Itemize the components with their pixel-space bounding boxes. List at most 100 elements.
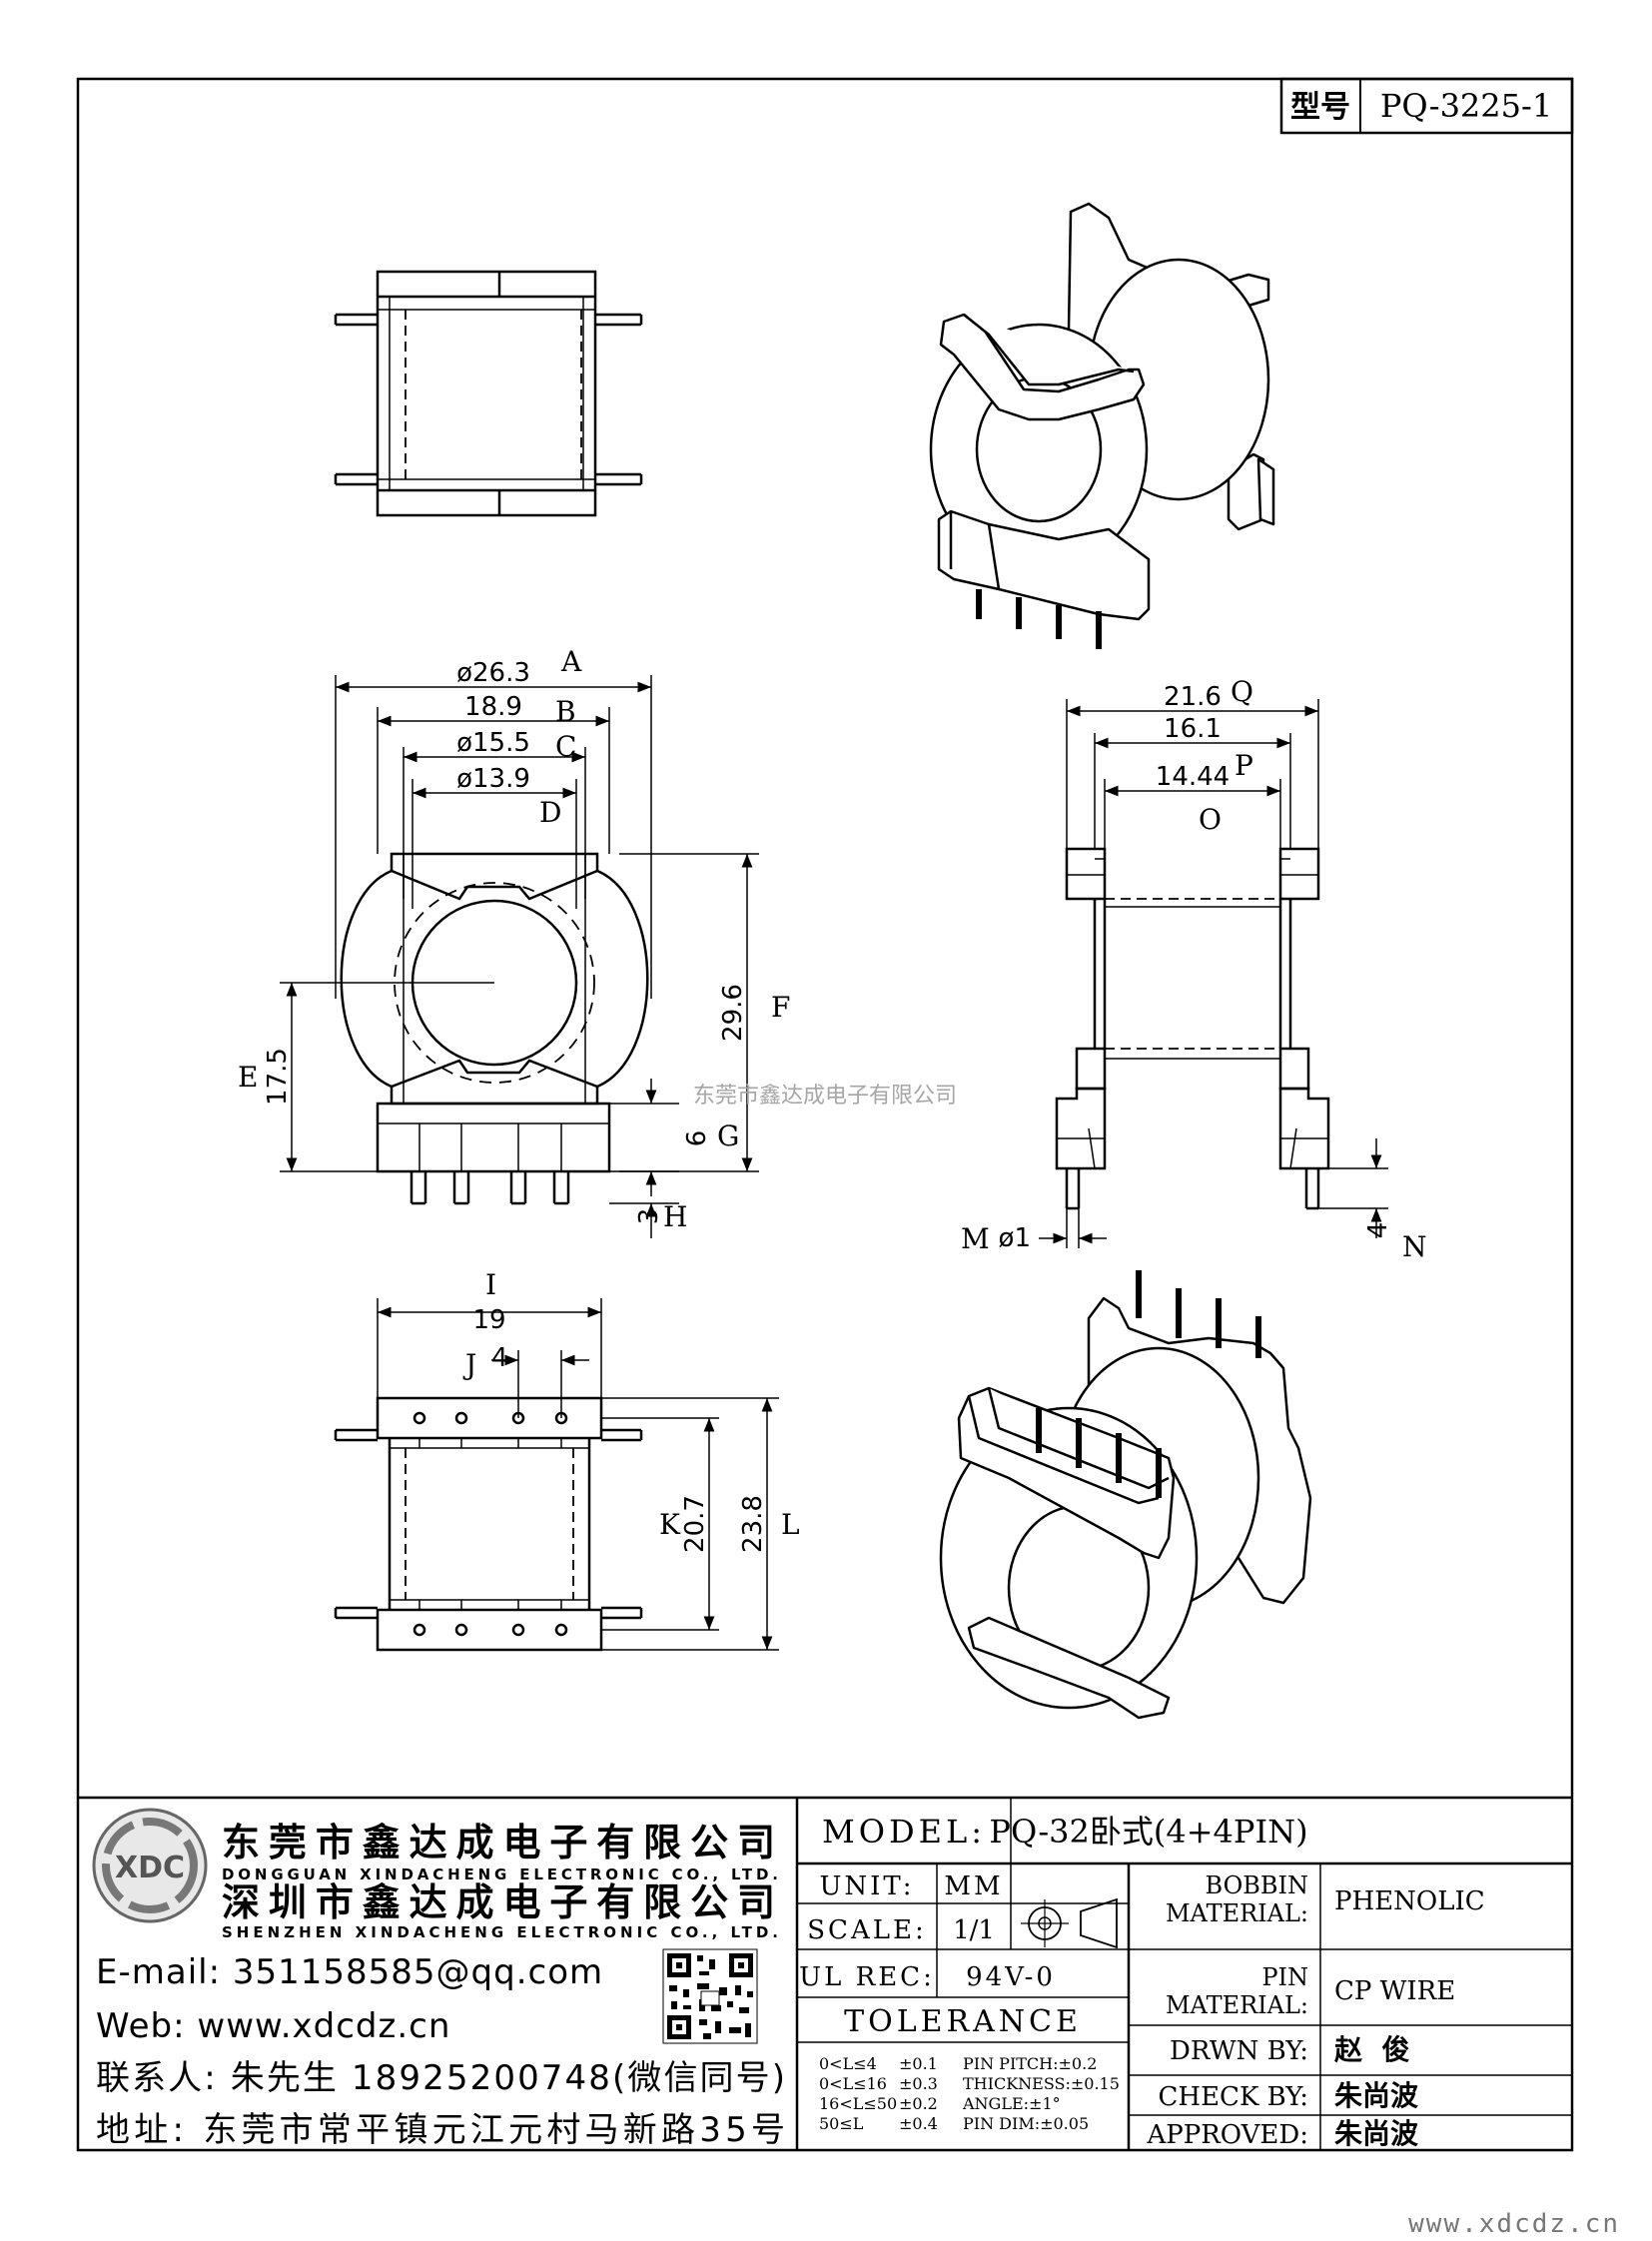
dim-l-value: 23.8 [738, 1495, 768, 1553]
tb-check-value: 朱尚波 [1334, 2079, 1419, 2112]
dim-n-value: 4 [1363, 1222, 1393, 1239]
dim-f-value: 29.6 [718, 984, 748, 1042]
tb-tol-spec-2: ANGLE:±1° [962, 2094, 1061, 2113]
dim-c-value: ø15.5 [456, 728, 530, 758]
tb-ul-label: UL REC: [799, 1962, 935, 1992]
front-view-dimensions [280, 675, 759, 1238]
company-logo: XDC [92, 1808, 208, 1923]
company-block: XDC 东莞市鑫达成电子有限公司 DONGGUAN XINDACHENG ELE… [92, 1808, 785, 2150]
bottom-view-dim-text: 19 I 4 J 20.7 K 23.8 L [462, 1268, 800, 1553]
front-view-dim-text: ø26.3 A 18.9 B ø15.5 C ø13.9 D 17.5 E 29… [238, 645, 790, 1233]
bottom-view [334, 1396, 643, 1652]
side-view-dim-text: 21.6 Q 16.1 P 14.44 O ø1 M 4 N [961, 675, 1427, 1263]
tb-tol-spec-0: PIN PITCH:±0.2 [963, 2054, 1097, 2073]
side-view [1055, 847, 1330, 1210]
tb-bobbin-value: PHENOLIC [1334, 1886, 1485, 1916]
tb-tol-value-3: ±0.4 [899, 2114, 938, 2133]
dim-k-letter: K [659, 1508, 681, 1541]
dim-p-letter: P [1235, 749, 1253, 782]
company-name-shenzhen: 深圳市鑫达成电子有限公司 [222, 1880, 781, 1924]
dim-g-value: 6 [682, 1130, 712, 1147]
dim-e-value: 17.5 [263, 1048, 293, 1106]
tb-model-value: PQ-32卧式(4+4PIN) [989, 1813, 1307, 1851]
dim-i-value: 19 [472, 1305, 505, 1335]
dim-e-letter: E [238, 1061, 258, 1094]
dim-j-letter: J [462, 1348, 476, 1381]
tb-scale-value: 1/1 [953, 1915, 995, 1945]
dim-g-letter: G [717, 1120, 739, 1152]
front-view [340, 852, 649, 1205]
tb-scale-label: SCALE: [807, 1915, 927, 1945]
tb-tol-range-3: 50≤L [819, 2114, 864, 2133]
tb-ul-value: 94V-0 [966, 1962, 1056, 1992]
dim-m-letter: M [961, 1222, 990, 1255]
sheet-border [76, 77, 1574, 2152]
dim-o-value: 14.44 [1156, 762, 1230, 792]
dim-h-value: 3 [634, 1208, 664, 1225]
dim-n-letter: N [1402, 1230, 1427, 1263]
tb-tol-range-1: 0<L≤16 [819, 2074, 887, 2093]
dim-m-value: ø1 [999, 1223, 1031, 1253]
side-view-dimensions [1039, 699, 1388, 1248]
title-block-text: MODEL: PQ-32卧式(4+4PIN) UNIT: MM SCALE: 1… [799, 1813, 1484, 2150]
header-model-value: PQ-3225-1 [1380, 87, 1552, 125]
qr-code-icon [662, 1948, 758, 2044]
tb-check-label: CHECK BY: [1159, 2082, 1309, 2112]
tb-tol-spec-3: PIN DIM:±0.05 [963, 2114, 1089, 2133]
company-name-dongguan: 东莞市鑫达成电子有限公司 [222, 1821, 781, 1865]
tb-bobbin-label-2: MATERIAL: [1166, 1899, 1308, 1927]
dim-d-value: ø13.9 [456, 764, 530, 794]
dim-c-letter: C [555, 730, 576, 763]
tb-tol-value-2: ±0.2 [899, 2094, 938, 2113]
dim-q-letter: Q [1231, 675, 1253, 708]
tb-unit-label: UNIT: [819, 1871, 914, 1901]
tb-unit-value: MM [944, 1871, 1003, 1901]
tb-bobbin-label-1: BOBBIN [1205, 1871, 1308, 1899]
dim-b-value: 18.9 [464, 692, 522, 722]
dim-b-letter: B [555, 695, 576, 728]
isometric-view-top [929, 202, 1275, 649]
tb-pin-value: CP WIRE [1334, 1976, 1455, 2006]
dim-a-value: ø26.3 [456, 658, 530, 688]
title-block [78, 1796, 1572, 2150]
tb-pin-label-2: MATERIAL: [1166, 1991, 1308, 2019]
company-name-dongguan-en: DONGGUAN XINDACHENG ELECTRONIC CO., LTD. [222, 1866, 781, 1883]
company-address: 地址: 东莞市常平镇元江元村马新路35号 [96, 2110, 785, 2150]
tb-tol-value-1: ±0.3 [899, 2074, 938, 2093]
watermark-text: 东莞市鑫达成电子有限公司 [693, 1084, 957, 1109]
tb-tol-range-0: 0<L≤4 [819, 2054, 877, 2073]
header-model-box: 型号 PQ-3225-1 [1279, 77, 1574, 135]
footer-url: www.xdcdz.cn [1408, 2209, 1620, 2239]
tb-drawn-value: 赵 俊 [1333, 2033, 1410, 2066]
tb-model-label: MODEL: [822, 1813, 986, 1851]
dim-q-value: 21.6 [1164, 682, 1222, 712]
dim-d-letter: D [539, 796, 561, 829]
tb-tol-range-2: 16<L≤50 [819, 2094, 897, 2113]
logo-text: XDC [115, 1851, 185, 1885]
header-model-label: 型号 [1290, 90, 1350, 125]
bottom-view-dimensions [377, 1298, 779, 1651]
top-view [334, 270, 643, 517]
dim-o-letter: O [1199, 803, 1222, 836]
dim-p-value: 16.1 [1164, 714, 1222, 744]
tb-drawn-label: DRWN BY: [1170, 2036, 1308, 2066]
company-web: Web: www.xdcdz.cn [96, 2006, 450, 2046]
dim-l-letter: L [781, 1508, 800, 1541]
dim-j-value: 4 [491, 1343, 508, 1373]
tb-tolerance-label: TOLERANCE [844, 2004, 1082, 2039]
isometric-view-bottom [939, 1270, 1312, 1720]
company-name-shenzhen-en: SHENZHEN XINDACHENG ELECTRONIC CO., LTD. [222, 1923, 781, 1941]
tb-pin-label-1: PIN [1261, 1963, 1308, 1991]
tb-tol-spec-1: THICKNESS:±0.15 [963, 2074, 1120, 2093]
dim-h-letter: H [663, 1200, 687, 1233]
dim-a-letter: A [560, 645, 582, 678]
tb-tol-value-0: ±0.1 [899, 2054, 938, 2073]
company-contact: 联系人: 朱先生 18925200748(微信同号) [96, 2058, 785, 2098]
tb-approved-label: APPROVED: [1146, 2120, 1308, 2150]
company-email: E-mail: 351158585@qq.com [96, 1952, 603, 1992]
dim-i-letter: I [485, 1268, 496, 1301]
dim-k-value: 20.7 [680, 1495, 710, 1553]
tb-approved-value: 朱尚波 [1334, 2117, 1419, 2150]
dim-f-letter: F [771, 991, 790, 1024]
